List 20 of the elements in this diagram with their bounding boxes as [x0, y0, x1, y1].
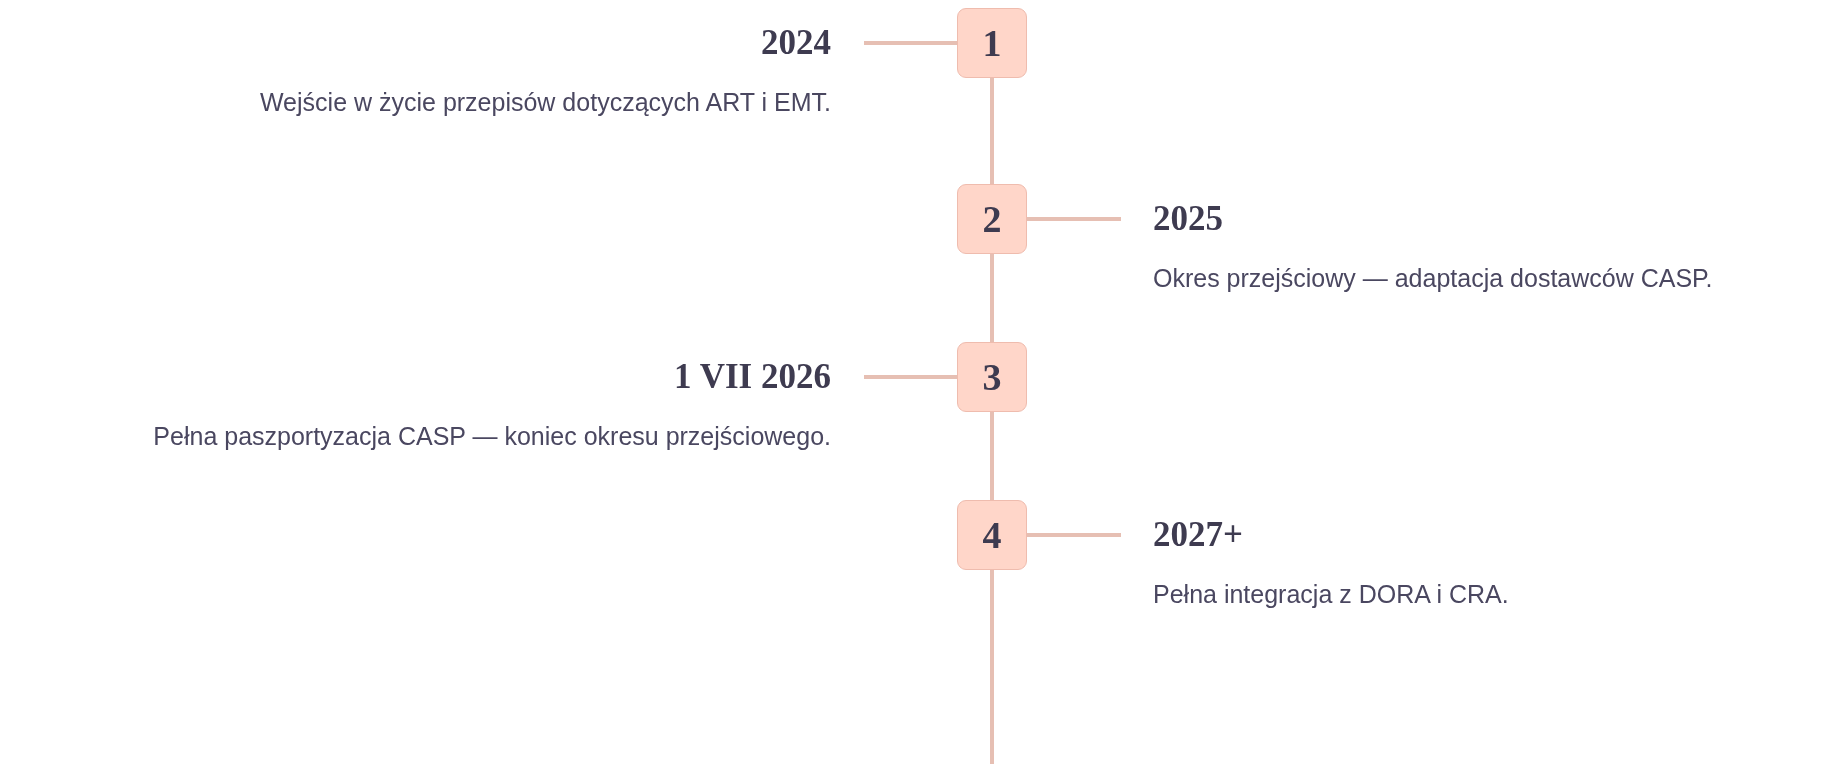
year-heading: 2024: [761, 22, 831, 64]
milestone-description: Wejście w życie przepisów dotyczących ART i EMT.: [259, 87, 831, 118]
number-badge: 3: [957, 342, 1027, 412]
year-heading: 1 VII 2026: [674, 356, 831, 398]
year-heading: 2027+: [1153, 514, 1243, 556]
timeline-line: [990, 78, 994, 184]
connector-line: [1027, 217, 1121, 221]
timeline-line: [990, 412, 994, 500]
timeline-line: [990, 254, 994, 342]
number-badge: 1: [957, 8, 1027, 78]
milestone-description: Pełna paszportyzacja CASP — koniec okresu przejściowego.: [153, 421, 831, 452]
number-badge: 4: [957, 500, 1027, 570]
timeline-line: [990, 570, 994, 764]
milestone-description: Pełna integracja z DORA i CRA.: [1153, 579, 1509, 610]
number-badge: 2: [957, 184, 1027, 254]
connector-line: [864, 41, 957, 45]
milestone-description: Okres przejściowy — adaptacja dostawców CASP.: [1153, 263, 1713, 294]
connector-line: [864, 375, 957, 379]
year-heading: 2025: [1153, 198, 1223, 240]
connector-line: [1027, 533, 1121, 537]
